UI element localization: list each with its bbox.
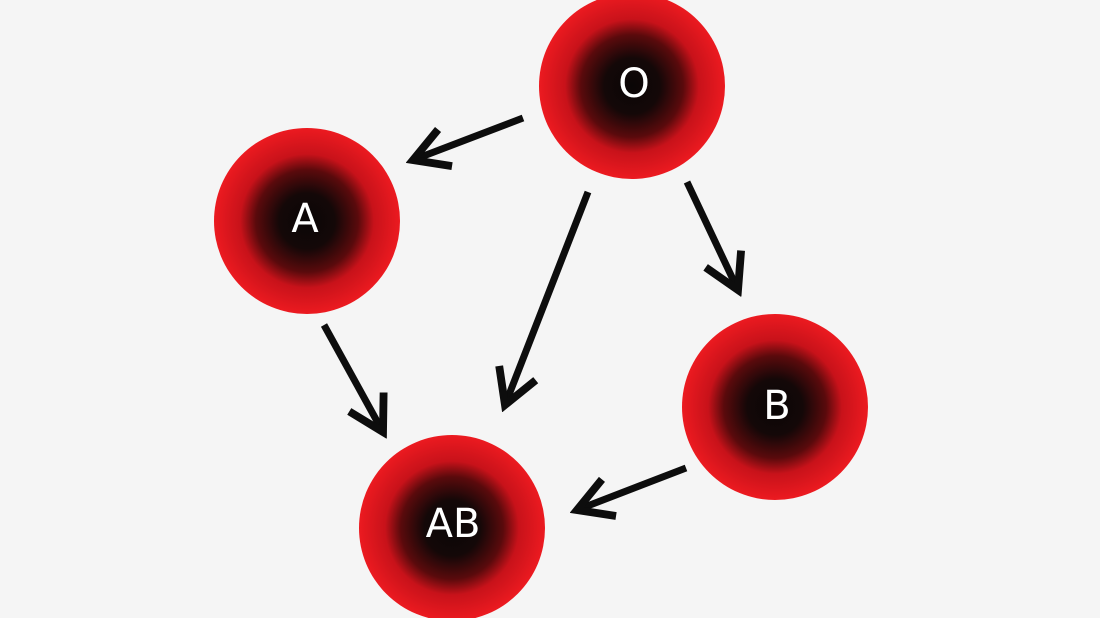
cell-ab: AB	[359, 435, 545, 618]
cell-a-label: A	[291, 196, 319, 242]
cell-a-disc	[214, 128, 400, 314]
cell-o-disc	[539, 0, 725, 179]
arrow-a-to-ab	[320, 323, 383, 432]
arrow-o-to-ab	[505, 190, 592, 405]
arrow-o-to-b	[683, 180, 738, 290]
arrow-o-to-a	[413, 114, 525, 160]
cell-b-label: B	[763, 383, 790, 429]
arrows	[320, 114, 738, 510]
cell-b-disc	[682, 314, 868, 500]
cell-a: A	[214, 128, 400, 314]
cell-ab-disc	[359, 435, 545, 618]
cell-ab-label: AB	[426, 501, 481, 547]
cell-o: O	[539, 0, 725, 179]
arrow-b-to-ab	[577, 464, 688, 510]
cell-o-label: O	[618, 61, 649, 107]
cell-b: B	[682, 314, 868, 500]
